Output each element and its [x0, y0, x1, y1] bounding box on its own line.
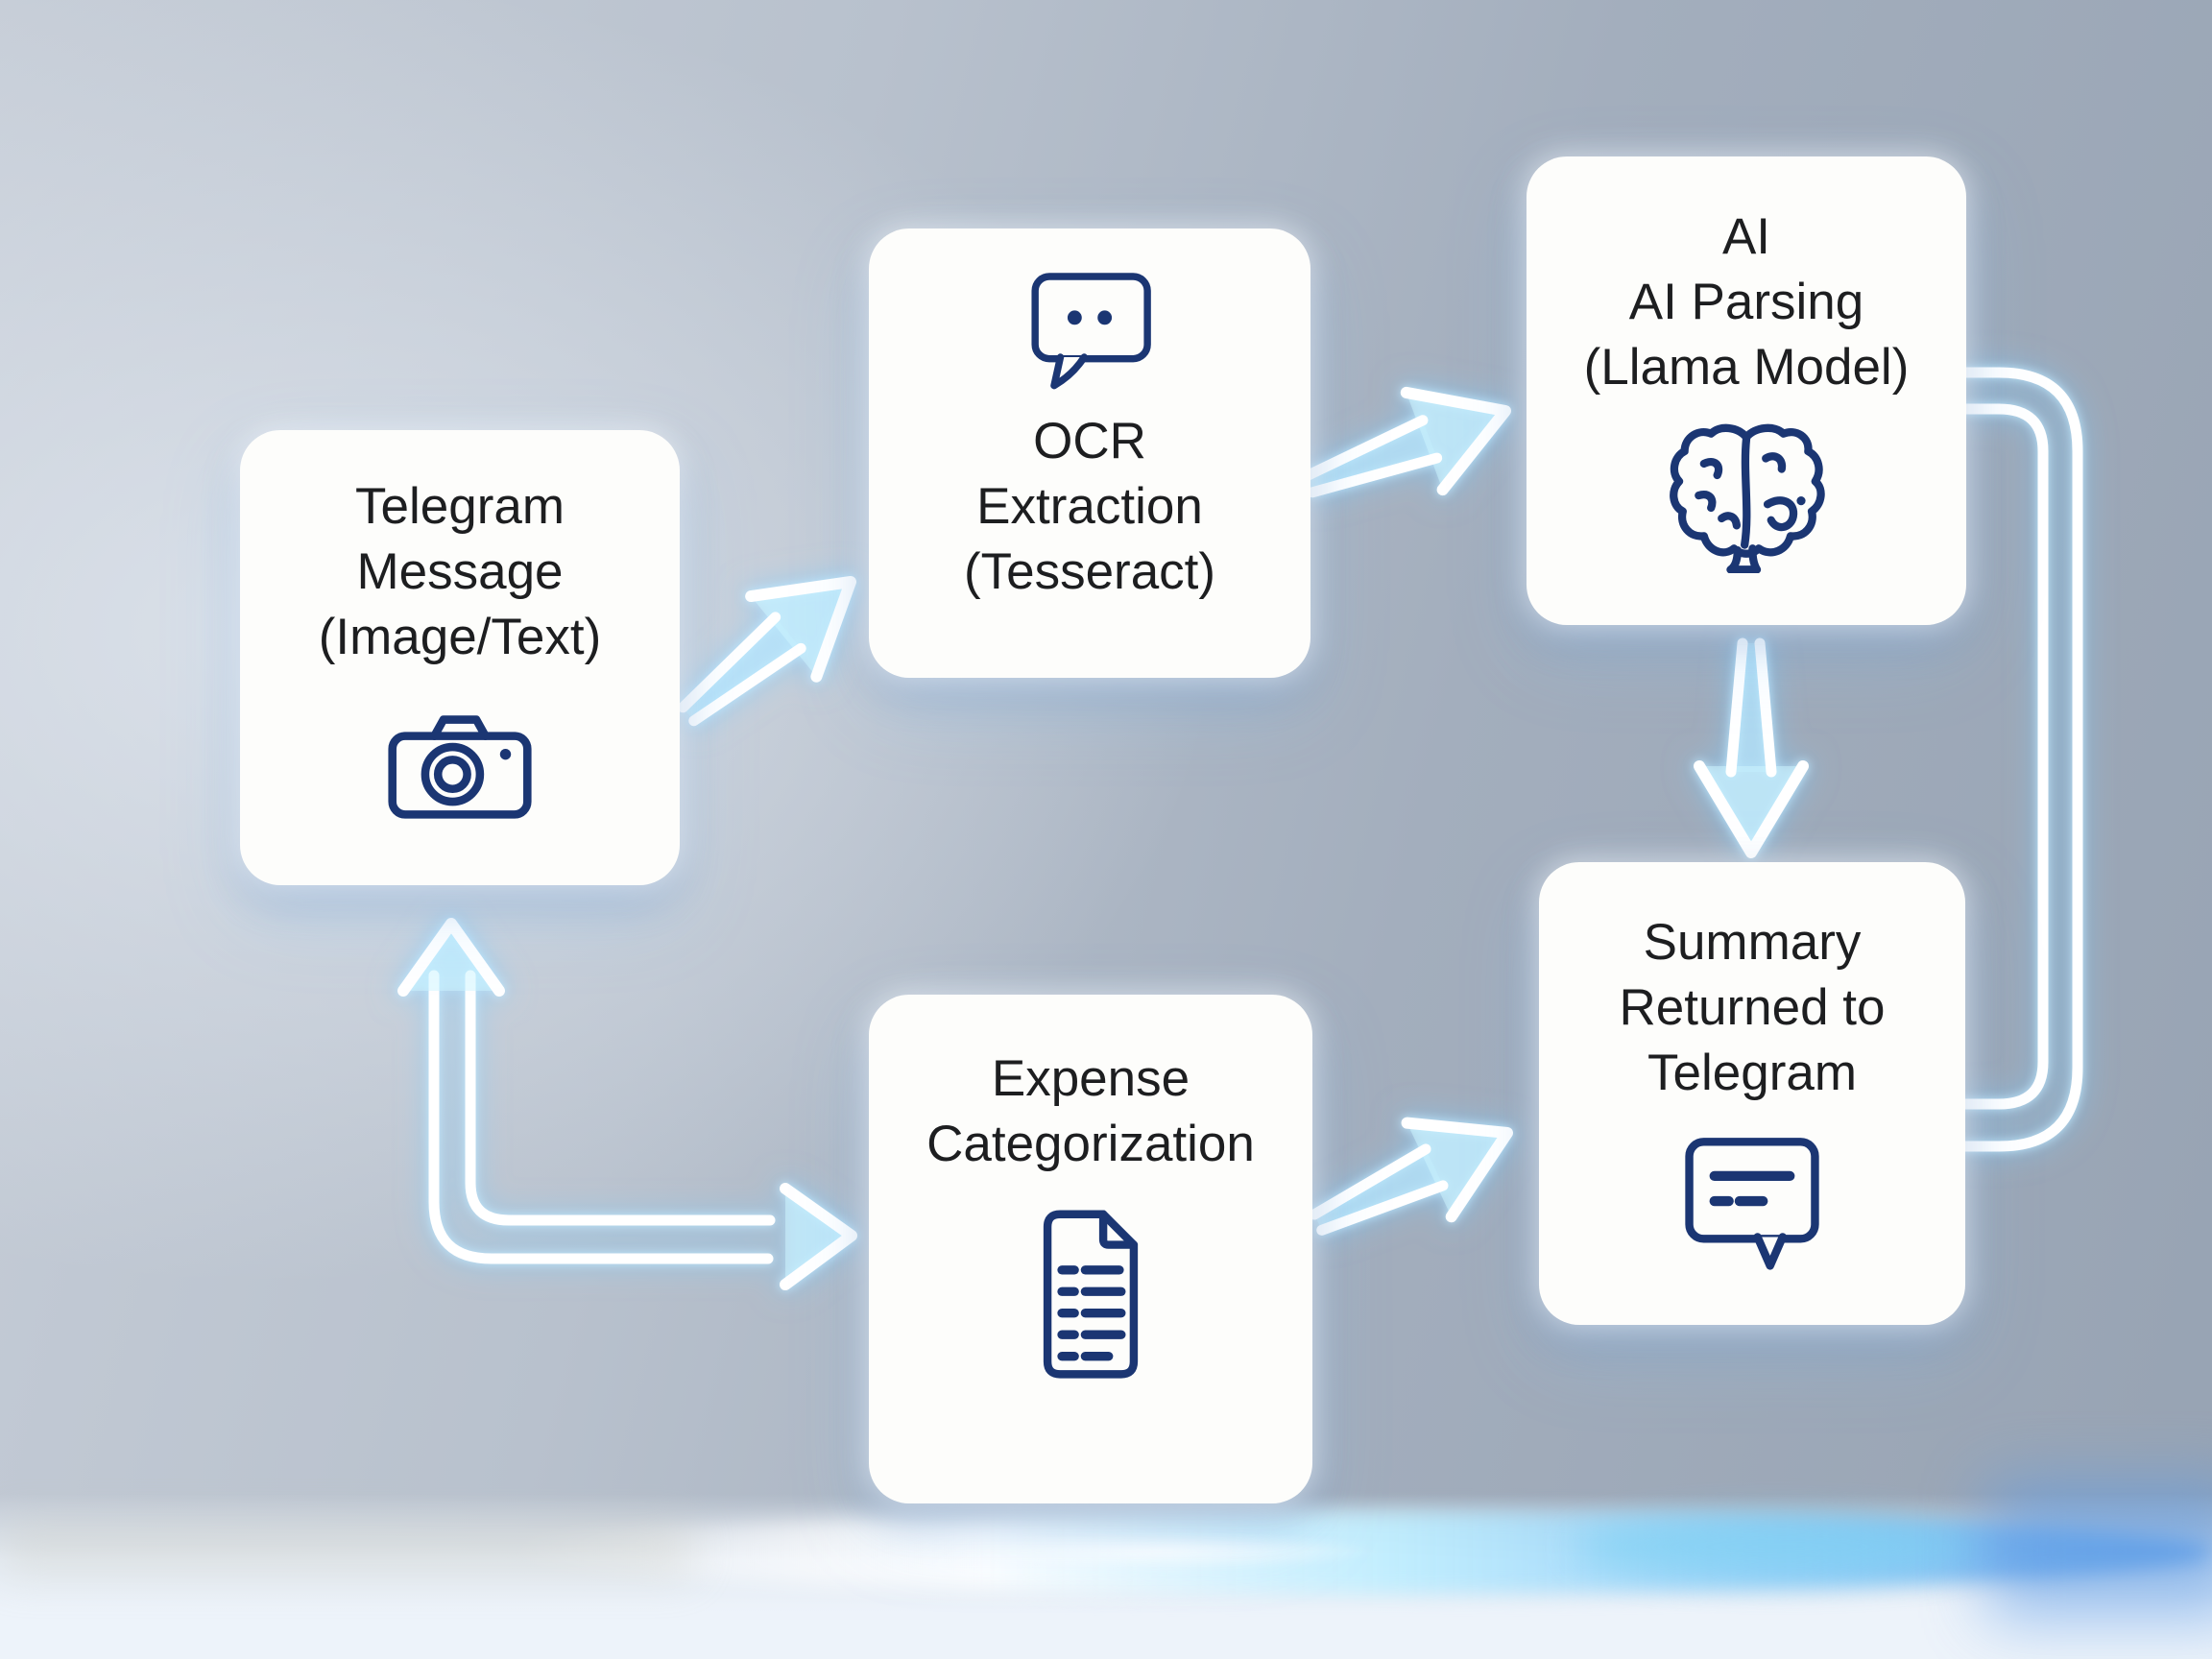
node-label-line: AI — [1721, 208, 1771, 265]
flow-node-ocr-extraction: OCR Extraction (Tesseract) — [869, 228, 1310, 678]
node-label-line: (Llama Model) — [1583, 339, 1910, 396]
node-label: Summary Returned to Telegram — [1620, 910, 1886, 1106]
node-label-line: Categorization — [926, 1116, 1255, 1172]
horizon-glow-core — [922, 1532, 1382, 1571]
node-label: OCR Extraction (Tesseract) — [964, 409, 1215, 605]
side-loop-ai-summary — [1959, 367, 2083, 1152]
node-label-line: (Tesseract) — [963, 543, 1216, 600]
chat-message-icon — [1685, 1138, 1819, 1270]
node-label-line: Telegram — [355, 478, 565, 535]
node-label-line: Returned to — [1619, 979, 1886, 1036]
arrow-expense-to-summary — [1296, 1086, 1529, 1269]
node-label-line: Extraction — [976, 478, 1203, 535]
flow-node-telegram-message: Telegram Message (Image/Text) — [240, 430, 680, 885]
blue-corner-glow — [1987, 1483, 2212, 1618]
node-label-line: Telegram — [1647, 1045, 1857, 1101]
node-label: Expense Categorization — [926, 1046, 1255, 1177]
flow-node-summary-returned: Summary Returned to Telegram — [1539, 862, 1965, 1325]
left-floor-tint — [0, 1523, 691, 1575]
arrow-telegram-to-ocr — [656, 541, 883, 754]
node-label-line: (Image/Text) — [318, 609, 602, 665]
cyan-glow-streak — [1575, 1517, 1987, 1576]
arrow-ai-to-summary — [1699, 643, 1803, 853]
node-label-line: Message — [356, 543, 564, 600]
flow-node-expense-categorization: Expense Categorization — [869, 995, 1312, 1503]
arrow-ocr-to-ai — [1291, 362, 1524, 533]
node-label: AI AI Parsing (Llama Model) — [1584, 204, 1910, 400]
node-label-line: OCR — [1033, 413, 1146, 469]
node-label: Telegram Message (Image/Text) — [319, 474, 602, 670]
document-list-icon — [1043, 1210, 1139, 1379]
elbow-arrow-expense-telegram — [397, 918, 857, 1290]
speech-bubble-dots-icon — [1031, 273, 1151, 390]
brain-icon — [1670, 423, 1825, 573]
flow-node-ai-parsing: AI AI Parsing (Llama Model) — [1527, 156, 1966, 625]
camera-icon — [388, 715, 532, 819]
node-label-line: AI Parsing — [1628, 274, 1864, 330]
node-label-line: Expense — [991, 1050, 1190, 1107]
node-label-line: Summary — [1643, 914, 1862, 971]
